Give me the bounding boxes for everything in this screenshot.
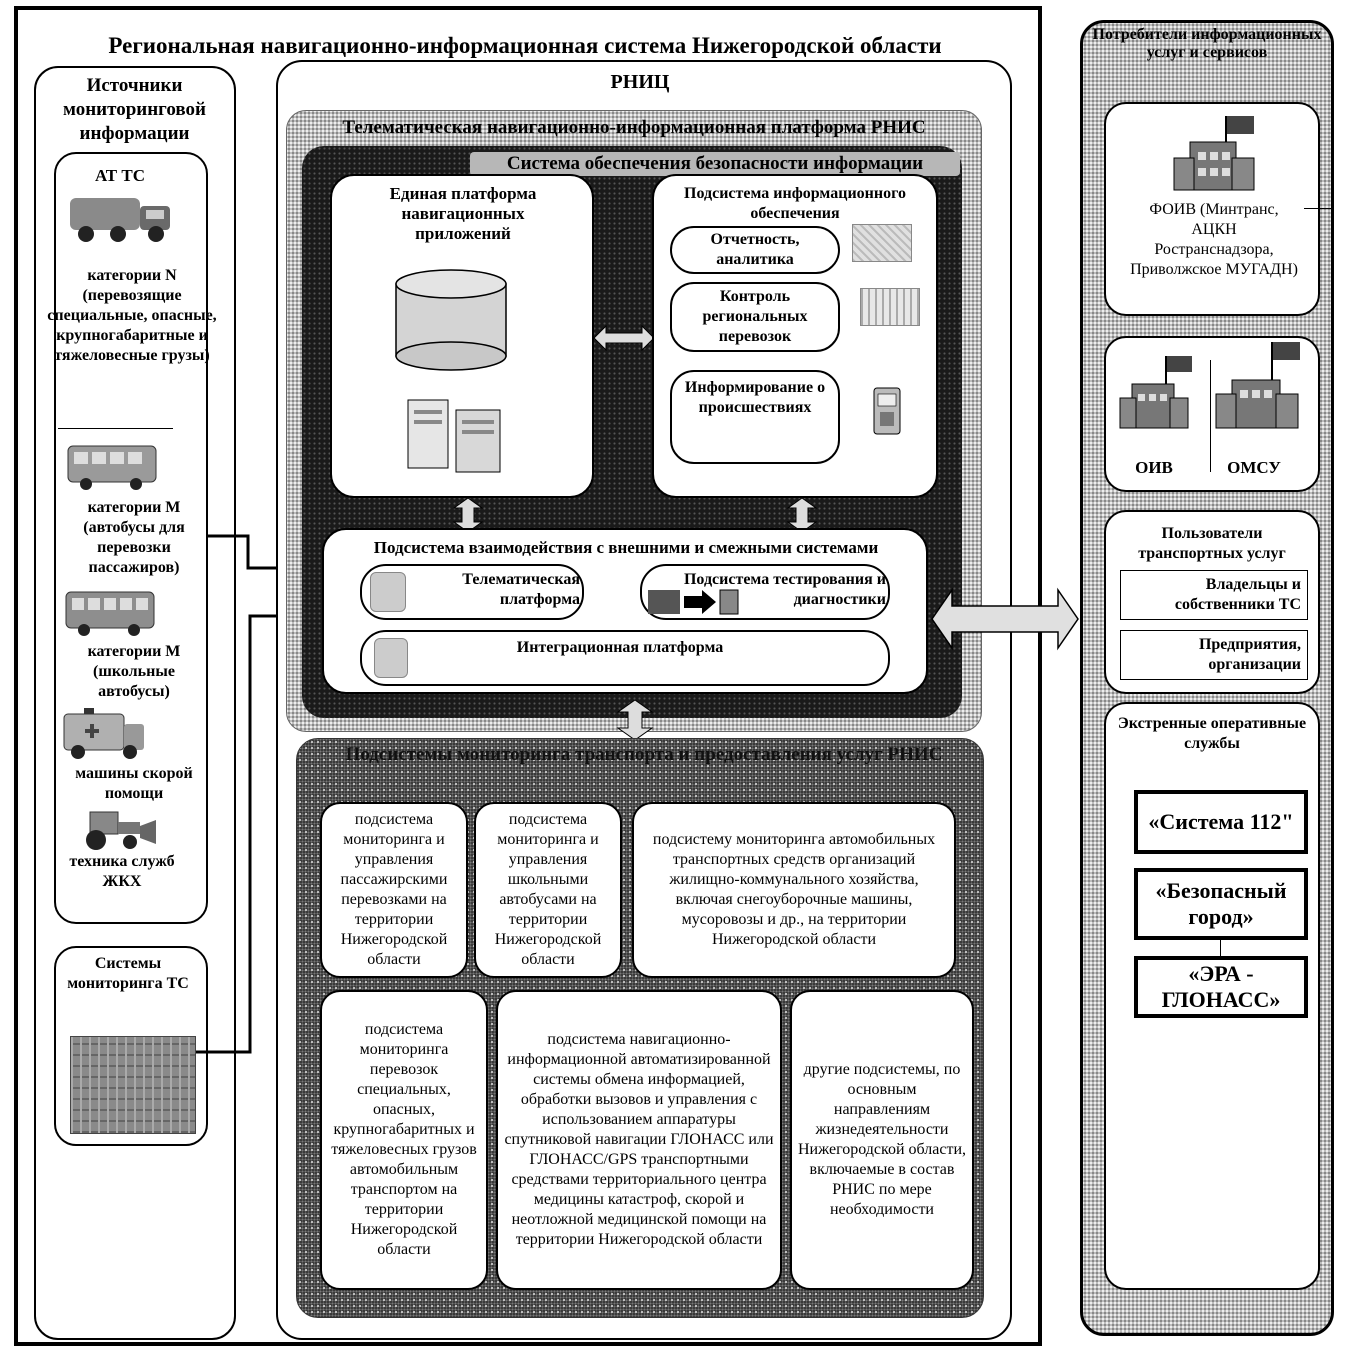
consumers-header: Потребители информационных услуг и серви… [1092, 26, 1322, 61]
ambulance-label: машины скорой помощи [75, 765, 193, 802]
sources-header: Источники мониторинговой информации [63, 75, 206, 144]
cat-m-bus-label: категории М (автобусы для перевозки пасс… [83, 499, 185, 576]
zhkh-label: техника служб ЖКХ [69, 853, 175, 890]
report-thumbnail [852, 224, 912, 262]
database-icon [395, 269, 507, 371]
subsystem-other: другие подсистемы, по основным направлен… [790, 990, 974, 1290]
consumer-link-arrow [931, 587, 1079, 651]
monitoring-systems-label: Системы мониторинга ТС [67, 955, 189, 992]
control-thumbnail [860, 288, 920, 326]
testing-subsystem-item [640, 564, 890, 620]
security-title: Система обеспечения безопасности информа… [470, 152, 960, 176]
school-bus-icon [65, 591, 155, 636]
info-item-control: Контроль региональных перевозок [670, 282, 840, 352]
foiv-box [1104, 102, 1320, 316]
circuit-board-icon [70, 1036, 196, 1134]
telematic-platform-label: Телематическая платформа [462, 571, 580, 608]
diagram-title: Региональная навигационно-информационная… [108, 33, 942, 58]
testing-diagram-icon [648, 589, 739, 615]
vertical-arrow-left [452, 498, 484, 532]
emergency-label: Экстренные оперативные службы [1117, 715, 1307, 752]
integration-platform-label: Интеграционная платформа [516, 639, 724, 656]
cat-m-school-label: категории М (школьные автобусы) [87, 643, 181, 700]
telematic-platform-title: Телематическая навигационно-информационн… [342, 117, 926, 138]
tractor-icon [86, 811, 156, 850]
main-frame [14, 6, 1042, 1346]
vehicles-box [54, 152, 208, 924]
interaction-subsystem-label: Подсистема взаимодействия с внешними и с… [373, 538, 879, 557]
vertical-arrow-right [786, 498, 818, 532]
foiv-label: ФОИВ (Минтранс, АЦКН Ространснадзора, Пр… [1130, 201, 1298, 278]
oiv-label: ОИВ [1135, 458, 1173, 477]
oiv-omsu-divider [1210, 360, 1211, 472]
oiv-building-icon [1119, 356, 1192, 429]
safe-city-era-connector [1220, 940, 1221, 956]
divider [58, 428, 173, 429]
government-building-icon [1173, 116, 1255, 191]
bus-icon [67, 445, 157, 490]
subsystem-passenger: подсистема мониторинга и управления пасс… [320, 802, 468, 978]
cat-n-label: категории N (перевозящие специальные, оп… [47, 267, 217, 364]
subsystem-school: подсистема мониторинга и управления школ… [474, 802, 622, 978]
foiv-connector [1304, 208, 1334, 209]
integration-platform-item [360, 630, 890, 686]
ambulance-icon [63, 708, 144, 759]
kiosk-icon [873, 387, 901, 435]
at-ts-label: АТ ТС [95, 166, 145, 185]
truck-icon [70, 198, 170, 242]
era-glonass-box: «ЭРА - ГЛОНАСС» [1134, 956, 1308, 1018]
owners-item: Владельцы и собственники ТС [1120, 570, 1308, 620]
info-item-incidents: Информирование о происшествиях [670, 370, 840, 464]
subsystem-glonass: подсистема навигационно-информационной а… [496, 990, 782, 1290]
testing-subsystem-label: Подсистема тестирования и диагностики [683, 571, 886, 608]
telematic-platform-icon [370, 572, 406, 612]
servers-icon [407, 399, 501, 473]
double-arrow-icon [594, 324, 654, 352]
integration-platform-icon [374, 638, 408, 678]
system-112-box: «Система 112" [1134, 790, 1308, 854]
omsu-label: ОМСУ [1227, 458, 1281, 477]
transport-users-label: Пользователи транспортных услуг [1138, 525, 1286, 562]
info-item-reporting: Отчетность, аналитика [670, 226, 840, 274]
omsu-building-icon [1215, 342, 1300, 429]
unified-platform-label: Единая платформа навигационных приложени… [389, 184, 537, 243]
info-subsystem-label: Подсистема информационного обеспечения [684, 185, 906, 222]
subsystem-cargo: подсистема мониторинга перевозок специал… [320, 990, 488, 1290]
safe-city-box: «Безопасный город» [1134, 868, 1308, 940]
vertical-arrow-center [616, 700, 654, 740]
enterprises-item: Предприятия, организации [1120, 630, 1308, 680]
monitoring-title: Подсистемы мониторинга транспорта и пред… [345, 744, 943, 765]
rnic-title: РНИЦ [610, 71, 670, 93]
subsystem-zhkh: подсистему мониторинга автомобильных тра… [632, 802, 956, 978]
